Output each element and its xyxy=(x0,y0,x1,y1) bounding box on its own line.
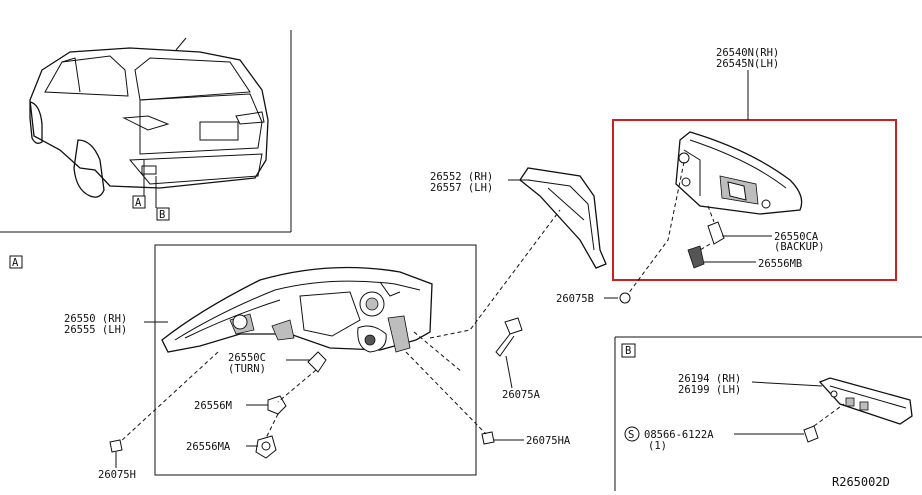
clip-26075ha xyxy=(481,431,495,445)
highlight-box xyxy=(612,119,897,281)
bulb-26556m xyxy=(267,395,287,415)
label-26075ha: 26075HA xyxy=(526,435,571,447)
callout-a-car: A xyxy=(135,197,142,209)
label-26540n: 26540N(RH) xyxy=(716,47,779,59)
label-26550ca: 26550CA xyxy=(774,231,819,243)
label-26556ma: 26556MA xyxy=(186,441,231,453)
label-qty: (1) xyxy=(648,440,667,452)
label-26550c: 26550C xyxy=(228,352,266,364)
label-26545n: 26545N(LH) xyxy=(716,58,779,70)
combination-lamp-26550 xyxy=(161,266,433,353)
label-26075h: 26075H xyxy=(98,469,136,481)
diagram-code: R265002D xyxy=(832,475,890,489)
label-26555: 26555 (LH) xyxy=(64,324,127,336)
turn-socket xyxy=(307,351,327,373)
finisher-26552: 26552 (RH) 26557 (LH) xyxy=(430,167,607,269)
section-b-marker: B xyxy=(625,345,631,357)
clip-26075b: 26075B xyxy=(556,292,631,305)
bolt-08566 xyxy=(803,425,819,443)
label-backup: (BACKUP) xyxy=(774,241,825,253)
label-26194: 26194 (RH) xyxy=(678,373,741,385)
inside-lamp-group: 26540N(RH) 26545N(LH) 26550CA (BACKUP) 2… xyxy=(612,47,897,295)
backup-bulb xyxy=(687,245,705,269)
clip-26075h xyxy=(109,439,123,453)
vehicle-overview: A B xyxy=(0,30,292,233)
high-mount-lamp xyxy=(818,377,913,425)
section-a-marker: A xyxy=(12,257,19,269)
label-26557: 26557 (LH) xyxy=(430,182,493,194)
label-26075a: 26075A xyxy=(502,389,541,401)
label-turn: (TURN) xyxy=(228,363,266,375)
label-26552: 26552 (RH) xyxy=(430,171,493,183)
section-b: B 26194 (RH) 26199 (LH) S 08566-6122A (1… xyxy=(614,336,922,491)
label-bolt-symbol: S xyxy=(628,429,634,441)
bolt-26075a xyxy=(495,317,523,357)
label-26556mb: 26556MB xyxy=(758,258,802,270)
section-a: A xyxy=(9,209,571,481)
callout-b-car: B xyxy=(159,209,165,221)
label-26075b: 26075B xyxy=(556,293,594,305)
label-08566: 08566-6122A xyxy=(644,429,714,441)
label-26199: 26199 (LH) xyxy=(678,384,741,396)
backup-socket xyxy=(707,221,725,245)
label-26556m: 26556M xyxy=(194,400,232,412)
label-26550: 26550 (RH) xyxy=(64,313,127,325)
